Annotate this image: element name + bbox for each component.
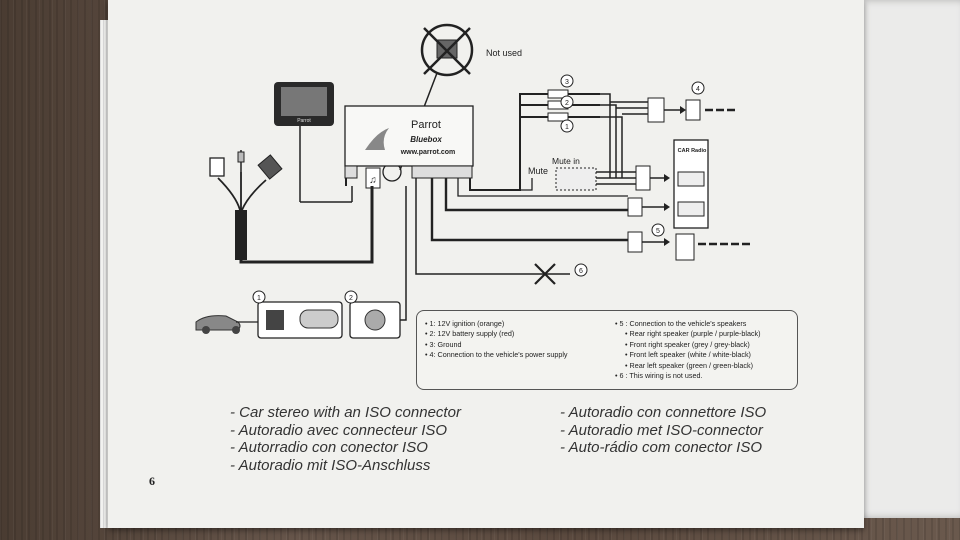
screen-icon: Parrot — [274, 82, 334, 126]
caption-right: - Autoradio con connettore ISO - Autorad… — [560, 404, 766, 457]
legend-footer: • 6 : This wiring is not used. — [615, 371, 703, 381]
iso-plug-4 — [647, 97, 665, 123]
not-used-label: Not used — [486, 48, 522, 58]
car-radio-label: CAR Radio — [678, 148, 707, 154]
callout-4: 4 — [696, 86, 700, 93]
legend-title: • 5 : Connection to the vehicle's speake… — [615, 319, 747, 328]
right-page — [858, 0, 960, 518]
bluebox-unit: Parrot Bluebox www.parrot.com ♫ — [344, 105, 474, 189]
callout-5: 5 — [656, 228, 660, 235]
bluebox-url: www.parrot.com — [400, 149, 456, 156]
legend-item: • 4: Connection to the vehicle's power s… — [425, 350, 568, 360]
callout-2a: 2 — [349, 295, 353, 302]
caption-line: - Autoradio mit ISO-Anschluss — [230, 456, 431, 474]
legend-item: • 1: 12V ignition (orange) — [425, 319, 505, 328]
caption-line: - Autorradio con conector ISO — [230, 439, 428, 456]
callout-3: 3 — [565, 79, 569, 86]
callout-1a: 1 — [257, 295, 261, 302]
legend-item: • Front left speaker (white / white-blac… — [625, 350, 751, 360]
wrench-frame: 2 — [344, 290, 401, 339]
callout-6: 6 — [579, 268, 583, 275]
bird-logo-icon — [365, 128, 389, 150]
bluebox-brand: Parrot — [411, 119, 441, 131]
microphone-frame: 1 — [252, 290, 343, 339]
callout-2: 2 — [565, 100, 569, 107]
legend-item: • Rear left speaker (green / green-black… — [625, 360, 753, 370]
iso-plug-speakers — [635, 165, 651, 191]
legend-left: • 1: 12V ignition (orange) • 2: 12V batt… — [425, 319, 568, 361]
bluebox-model: Bluebox — [410, 135, 442, 144]
manual-page — [108, 0, 864, 528]
legend-box: • 1: 12V ignition (orange) • 2: 12V batt… — [416, 310, 798, 390]
screen-brand: Parrot — [297, 118, 311, 124]
microphone-icon — [266, 310, 284, 330]
car-icon — [195, 315, 241, 334]
legend-right: • 5 : Connection to the vehicle's speake… — [615, 319, 761, 381]
crossed-camera-icon — [420, 23, 474, 77]
svg-text:♫: ♫ — [369, 175, 377, 186]
caption-line: - Car stereo with an ISO connector — [230, 404, 461, 421]
legend-item: • 2: 12V battery supply (red) — [425, 329, 515, 339]
cross-mark-6 — [534, 263, 556, 285]
callout-1: 1 — [565, 124, 569, 131]
mute-label: Mute — [528, 166, 548, 176]
caption-line: - Autoradio avec connecteur ISO — [230, 421, 448, 439]
legend-item: • Front right speaker (grey / grey-black… — [625, 339, 750, 349]
caption-left: - Car stereo with an ISO connector - Aut… — [230, 404, 461, 474]
power-fuse-connectors: 3 2 1 — [547, 74, 574, 133]
usb-connector-icon — [209, 150, 283, 180]
page-number: 6 — [149, 474, 155, 488]
caption-line: - Autoradio con connettore ISO — [560, 404, 767, 421]
wrench-icon — [364, 309, 386, 331]
legend-item: • Rear right speaker (purple / purple-bl… — [625, 329, 761, 339]
mute-in-label: Mute in — [552, 156, 580, 166]
caption-line: - Autoradio met ISO-connector — [560, 421, 763, 439]
iso-port — [411, 165, 473, 179]
car-radio-box: CAR Radio — [673, 139, 709, 229]
page-stack-edge — [100, 20, 110, 528]
legend-item: • 3: Ground — [425, 339, 462, 349]
caption-line: - Auto-rádio com conector ISO — [560, 439, 763, 456]
